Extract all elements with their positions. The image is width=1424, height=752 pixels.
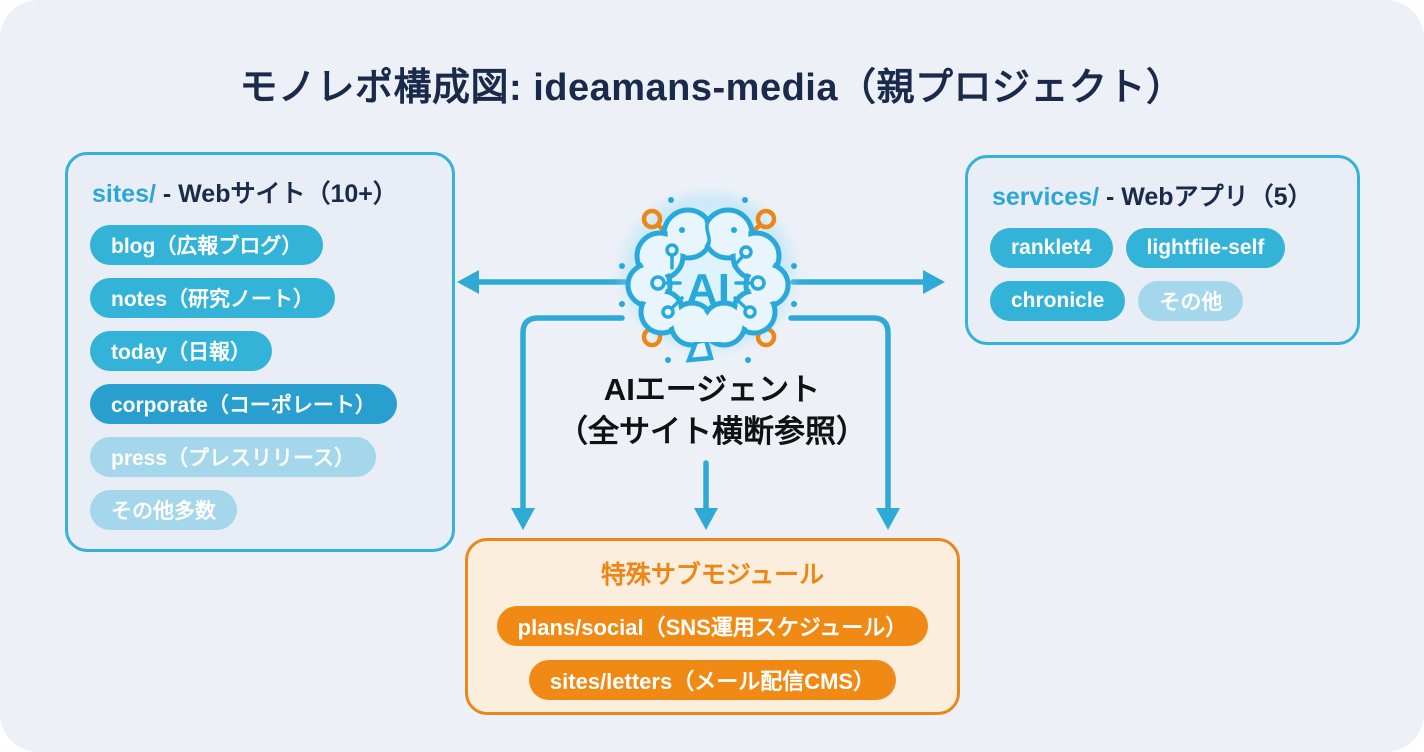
- sites-header-rest: - Webサイト（10+）: [155, 180, 398, 208]
- pill-press: press（プレスリリース）: [90, 437, 376, 477]
- submodules-title: 特殊サブモジュール: [600, 561, 825, 589]
- pill-sites-letters: sites/letters（メール配信CMS）: [528, 660, 897, 700]
- pill-notes: notes（研究ノート）: [90, 278, 336, 318]
- agent-subtitle: （全サイト横断参照）: [557, 414, 867, 449]
- submodules-pill-list: plans/social（SNS運用スケジュール） sites/letters（…: [488, 606, 937, 700]
- arrowhead-right-icon: [923, 270, 945, 294]
- pill-services-others: その他: [1138, 281, 1244, 321]
- pill-lightfile-self: lightfile-self: [1125, 228, 1286, 268]
- arrowhead-down-left-icon: [511, 508, 535, 530]
- pill-sites-others: その他多数: [90, 490, 237, 530]
- pill-corporate: corporate（コーポレート）: [90, 384, 397, 424]
- sites-pill-list: blog（広報ブログ） notes（研究ノート） today（日報） corpo…: [90, 225, 430, 530]
- services-pill-row-1: ranklet4 lightfile-self: [990, 228, 1335, 268]
- sites-panel: sites/ - Webサイト（10+） blog（広報ブログ） notes（研…: [65, 152, 455, 552]
- pill-today: today（日報）: [90, 331, 273, 371]
- pill-plans-social: plans/social（SNS運用スケジュール）: [496, 606, 929, 646]
- arrowhead-down-right-icon: [876, 508, 900, 530]
- sites-panel-header: sites/ - Webサイト（10+）: [92, 174, 430, 210]
- page-title: モノレポ構成図: ideamans-media（親プロジェクト）: [239, 67, 1185, 109]
- arrow-right-branch-line: [788, 315, 891, 511]
- ai-brain-icon: AI: [619, 197, 797, 363]
- services-pill-row-2: chronicle その他: [990, 281, 1335, 321]
- pill-ranklet4: ranklet4: [990, 228, 1113, 268]
- arrow-left-branch-line: [520, 315, 625, 511]
- agent-title: AIエージェント: [603, 372, 821, 407]
- submodules-panel: 特殊サブモジュール plans/social（SNS運用スケジュール） site…: [465, 538, 960, 715]
- pill-blog: blog（広報ブログ）: [90, 225, 324, 265]
- services-header-rest: - Webアプリ（5）: [1099, 183, 1313, 211]
- pill-chronicle: chronicle: [990, 281, 1126, 321]
- arrowhead-down-center-icon: [694, 508, 718, 530]
- sites-dir-label: sites/: [92, 180, 156, 208]
- arrowhead-left-icon: [457, 270, 479, 294]
- services-panel-header: services/ - Webアプリ（5）: [992, 177, 1335, 213]
- ai-icon-label: AI: [686, 265, 730, 314]
- services-panel: services/ - Webアプリ（5） ranklet4 lightfile…: [965, 155, 1360, 345]
- services-dir-label: services/: [992, 183, 1100, 211]
